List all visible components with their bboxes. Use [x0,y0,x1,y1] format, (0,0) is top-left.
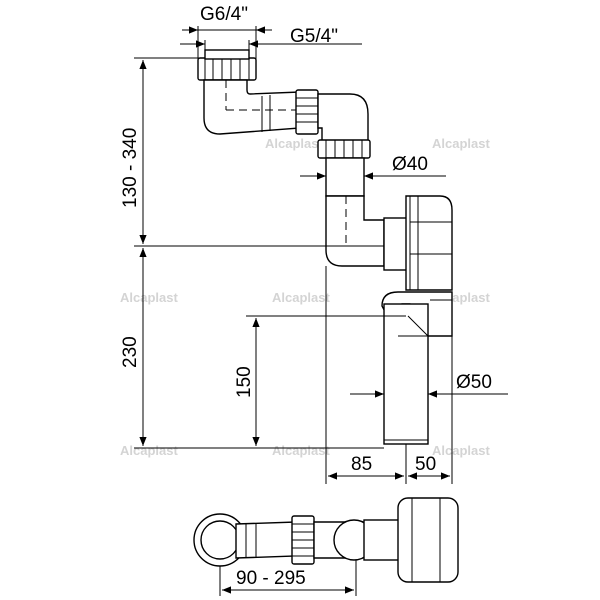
label-150: 150 [234,366,255,398]
watermark: Alcaplast [265,136,323,151]
label-50: 50 [415,454,436,475]
label-g5-4: G5/4" [290,26,338,47]
label-130-340: 130 - 340 [120,128,141,208]
watermark: Alcaplast [120,443,178,458]
top-view [193,497,459,583]
label-diameter-50: Ø50 [456,372,492,393]
side-view [197,49,453,445]
dimension-lines [134,26,508,596]
label-diameter-40: Ø40 [392,154,428,175]
dimension-labels: G6/4" G5/4" 130 - 340 Ø40 230 150 Ø50 85… [120,4,492,589]
middle-nut [295,89,319,135]
vertical-nut [317,139,371,159]
watermark: Alcaplast [432,136,490,151]
siphon-body [383,195,453,291]
label-85: 85 [351,454,372,475]
watermark-group: Alcaplast Alcaplast Alcaplast Alcaplast … [120,136,490,458]
vertical-pipe [325,157,385,267]
watermark: Alcaplast [272,290,330,305]
top-thread-nut [197,49,257,81]
watermark: Alcaplast [432,443,490,458]
label-g6-4: G6/4" [200,4,248,25]
watermark: Alcaplast [120,290,178,305]
label-230: 230 [120,336,141,368]
watermark: Alcaplast [272,443,330,458]
upper-elbow-pipe [203,79,301,135]
label-90-295: 90 - 295 [236,568,306,589]
outlet-pipe [381,291,453,445]
lower-elbow-pipe [317,93,369,143]
